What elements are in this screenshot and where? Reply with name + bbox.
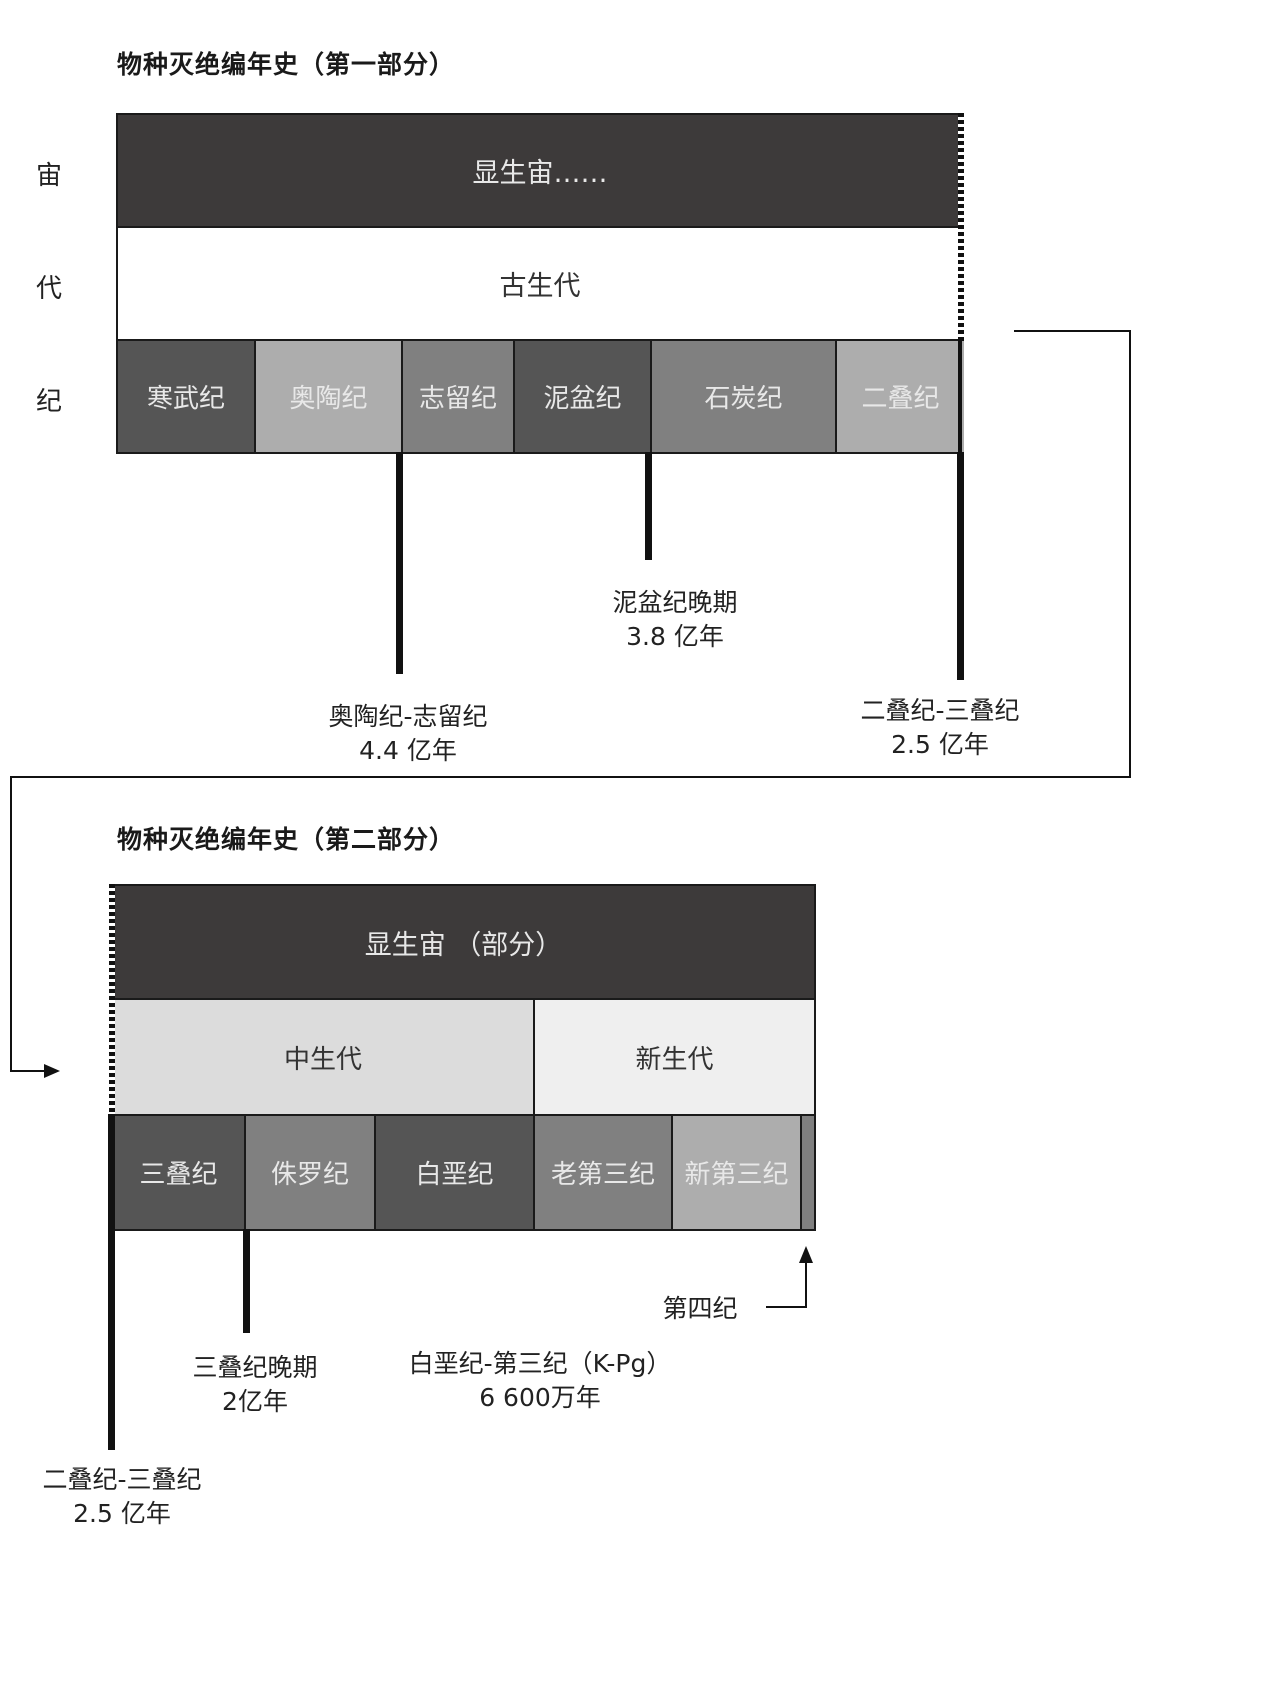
part1-title: 物种灭绝编年史（第一部分） <box>117 50 456 79</box>
part2-continuation-edge <box>109 884 115 1116</box>
period-jurassic-label: 侏罗纪 <box>270 1160 349 1190</box>
event-late-triassic-name: 三叠纪晚期 <box>192 1353 318 1382</box>
period-paleogene-label: 老第三纪 <box>550 1160 655 1190</box>
event-late-triassic: 三叠纪晚期 2亿年 <box>155 1351 355 1419</box>
event-late-triassic-age: 2亿年 <box>222 1387 288 1416</box>
marker-permian-triassic-2 <box>108 1114 115 1450</box>
period-cretaceous-label: 白垩纪 <box>415 1160 494 1190</box>
part1-period-row: 寒武纪 奥陶纪 志留纪 泥盆纪 石炭纪 二叠纪 <box>116 339 964 454</box>
event-permian-triassic-2-age: 2.5 亿年 <box>73 1499 171 1528</box>
period-carboniferous: 石炭纪 <box>652 341 837 452</box>
event-ordovician-silurian-name: 奥陶纪-志留纪 <box>328 702 488 731</box>
period-cambrian-label: 寒武纪 <box>146 384 225 414</box>
part2-period-row: 三叠纪 侏罗纪 白垩纪 老第三纪 新第三纪 <box>113 1114 816 1231</box>
period-permian: 二叠纪 <box>837 341 964 452</box>
part1-continuation-edge <box>958 113 964 341</box>
era-cenozoic: 新生代 <box>535 1000 814 1114</box>
quaternary-arrowhead <box>799 1246 813 1263</box>
event-permian-triassic-1: 二叠纪-三叠纪 2.5 亿年 <box>840 694 1040 762</box>
period-ordovician: 奥陶纪 <box>256 341 403 452</box>
marker-ordovician-silurian <box>396 452 403 674</box>
part2-eon-bar: 显生宙 （部分） <box>113 884 816 1000</box>
event-late-devonian: 泥盆纪晚期 3.8 亿年 <box>575 586 775 654</box>
event-permian-triassic-2-name: 二叠纪-三叠纪 <box>42 1465 202 1494</box>
period-triassic: 三叠纪 <box>113 1116 246 1229</box>
part2-title: 物种灭绝编年史（第二部分） <box>117 825 456 854</box>
marker-late-devonian <box>645 452 652 560</box>
period-devonian: 泥盆纪 <box>515 341 652 452</box>
part1-right-edge <box>958 339 962 454</box>
part1-eon-label: 显生宙…… <box>472 158 608 189</box>
era-mesozoic: 中生代 <box>113 1000 535 1114</box>
period-devonian-label: 泥盆纪 <box>543 384 622 414</box>
period-cambrian: 寒武纪 <box>118 341 256 452</box>
period-silurian-label: 志留纪 <box>418 384 497 414</box>
marker-permian-triassic <box>957 452 964 680</box>
period-ordovician-label: 奥陶纪 <box>289 384 368 414</box>
era-cenozoic-label: 新生代 <box>635 1044 714 1075</box>
event-k-pg-age: 6 600万年 <box>479 1383 601 1412</box>
row-label-era: 代 <box>36 274 63 304</box>
quaternary-callout: 第四纪 <box>662 1294 738 1323</box>
period-neogene-label: 新第三纪 <box>684 1160 789 1190</box>
period-carboniferous-label: 石炭纪 <box>704 384 783 414</box>
event-ordovician-silurian-age: 4.4 亿年 <box>359 736 457 765</box>
event-k-pg-name: 白垩纪-第三纪（K-Pg） <box>408 1349 672 1378</box>
period-neogene: 新第三纪 <box>673 1116 802 1229</box>
event-permian-triassic-2: 二叠纪-三叠纪 2.5 亿年 <box>22 1463 222 1531</box>
part1-era-bar: 古生代 <box>116 226 962 341</box>
event-k-pg: 白垩纪-第三纪（K-Pg） 6 600万年 <box>395 1347 685 1415</box>
event-permian-triassic-1-name: 二叠纪-三叠纪 <box>860 696 1020 725</box>
marker-late-triassic <box>243 1229 250 1333</box>
period-quaternary <box>802 1116 814 1229</box>
event-late-devonian-name: 泥盆纪晚期 <box>612 588 738 617</box>
row-label-eon: 宙 <box>36 161 63 191</box>
part2-eon-label: 显生宙 （部分） <box>364 929 563 961</box>
period-cretaceous: 白垩纪 <box>376 1116 535 1229</box>
period-permian-label: 二叠纪 <box>861 384 940 414</box>
period-jurassic: 侏罗纪 <box>246 1116 376 1229</box>
period-silurian: 志留纪 <box>403 341 515 452</box>
row-label-period: 纪 <box>36 387 63 417</box>
era-mesozoic-label: 中生代 <box>283 1044 362 1075</box>
part1-eon-bar: 显生宙…… <box>116 113 962 228</box>
event-late-devonian-age: 3.8 亿年 <box>626 622 724 651</box>
period-triassic-label: 三叠纪 <box>139 1160 218 1190</box>
part2-era-row: 中生代 新生代 <box>113 998 816 1116</box>
period-paleogene: 老第三纪 <box>535 1116 673 1229</box>
event-ordovician-silurian: 奥陶纪-志留纪 4.4 亿年 <box>308 700 508 768</box>
event-permian-triassic-1-age: 2.5 亿年 <box>891 730 989 759</box>
part1-era-label: 古生代 <box>499 271 581 302</box>
connector-arrowhead <box>44 1064 60 1078</box>
